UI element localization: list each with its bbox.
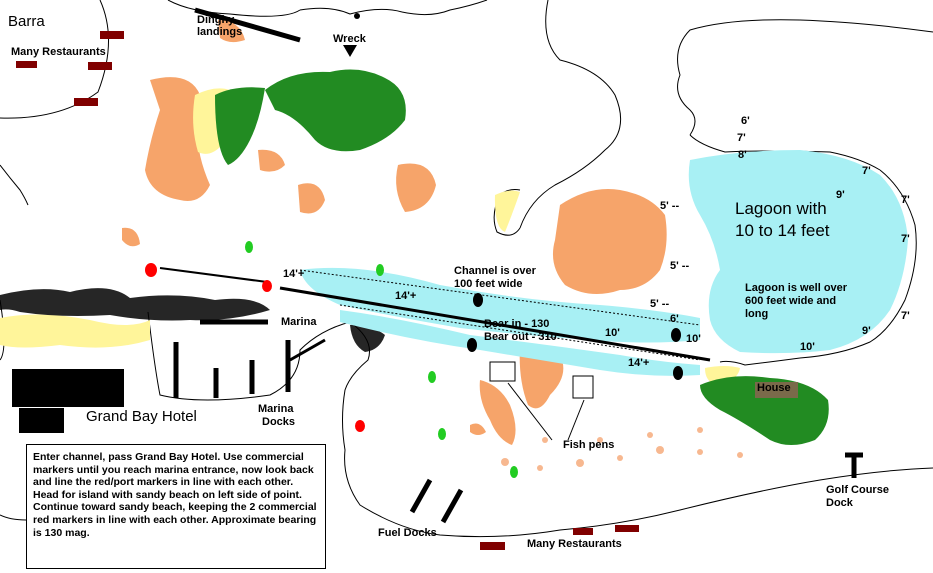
marina-piers [173,319,291,398]
grand-bay-hotel-label: Grand Bay Hotel [86,408,197,425]
channel-label-2: 100 feet wide [454,278,523,290]
depth-sounding: 7' [737,132,746,144]
depth-sounding: 7' [901,233,910,245]
depth-sounding: 7' [901,194,910,206]
fuel-docks [409,478,464,524]
channel-lines [159,267,711,362]
depth-sounding: 9' [836,189,845,201]
lagoon-width-label-2: 600 feet wide and [745,295,837,307]
restaurant-buildings-top [16,31,124,106]
marina-label: Marina [281,316,317,328]
bear-in-label: Bear in - 130 [484,318,550,330]
depth-sounding: 10' [800,341,815,353]
lagoon-title: Lagoon with 10 to 14 feet [735,199,830,240]
depth-sounding: 6' [741,115,750,127]
hotel-point [0,288,385,352]
depth-sounding: 7' [862,165,871,177]
scattered-reef [501,427,743,471]
starboard-markers [245,241,518,478]
house-label: House [757,382,791,394]
depth-sounding: 5' -- [660,200,680,212]
bear-out-label: Bear out - 310 [484,331,557,343]
house-building [755,382,798,398]
instructions-box: Enter channel, pass Grand Bay Hotel. Use… [26,444,326,569]
wreck-buoy [354,13,360,19]
golf-course-dock [845,452,863,478]
wreck-label: Wreck [333,33,366,45]
dinghy-label-2: landings [197,26,243,38]
golf-course-label-2: Dock [826,497,853,509]
depth-sounding: 14'+ [283,268,305,280]
depth-sounding: 5' -- [650,298,670,310]
depth-sounding: 14'+ [395,290,417,302]
wreck-icon [343,45,357,57]
marina-entrance-pier [289,338,326,362]
depth-sounding: 8' [738,149,747,161]
fish-pens-label: Fish pens [563,439,615,451]
lagoon-width-label-3: long [745,308,769,320]
port-markers [145,263,365,432]
many-restaurants-top-label: Many Restaurants [11,46,106,58]
commercial-markers [467,293,683,380]
depth-sounding: 7' [901,310,910,322]
fish-pens-leaders [507,382,585,441]
depth-sounding: 9' [862,325,871,337]
lagoon-width-label-1: Lagoon is well over [745,282,848,294]
grand-bay-hotel-buildings [12,369,124,433]
depth-sounding: 6' [670,313,679,325]
shallow-water [300,150,908,376]
dinghy-label-1: Dinghy [197,14,235,26]
depth-sounding: 5' -- [670,260,690,272]
marina-docks-label-2: Docks [262,416,296,428]
many-restaurants-bottom-label: Many Restaurants [527,538,622,550]
depth-sounding: 10' [686,333,701,345]
main-bearing-line [279,286,711,362]
dinghy-landing-bar [194,7,301,43]
marina-docks-label-1: Marina [258,403,294,415]
depth-sounding: 10' [605,327,620,339]
alignment-line [159,267,268,283]
barra-label: Barra [8,13,45,30]
channel-label-1: Channel is over [454,265,536,277]
restaurant-buildings-bottom [480,525,639,550]
depth-sounding: 14'+ [628,357,650,369]
golf-course-label-1: Golf Course [826,484,889,496]
fish-pens [489,361,594,399]
fuel-docks-label: Fuel Docks [378,527,437,539]
